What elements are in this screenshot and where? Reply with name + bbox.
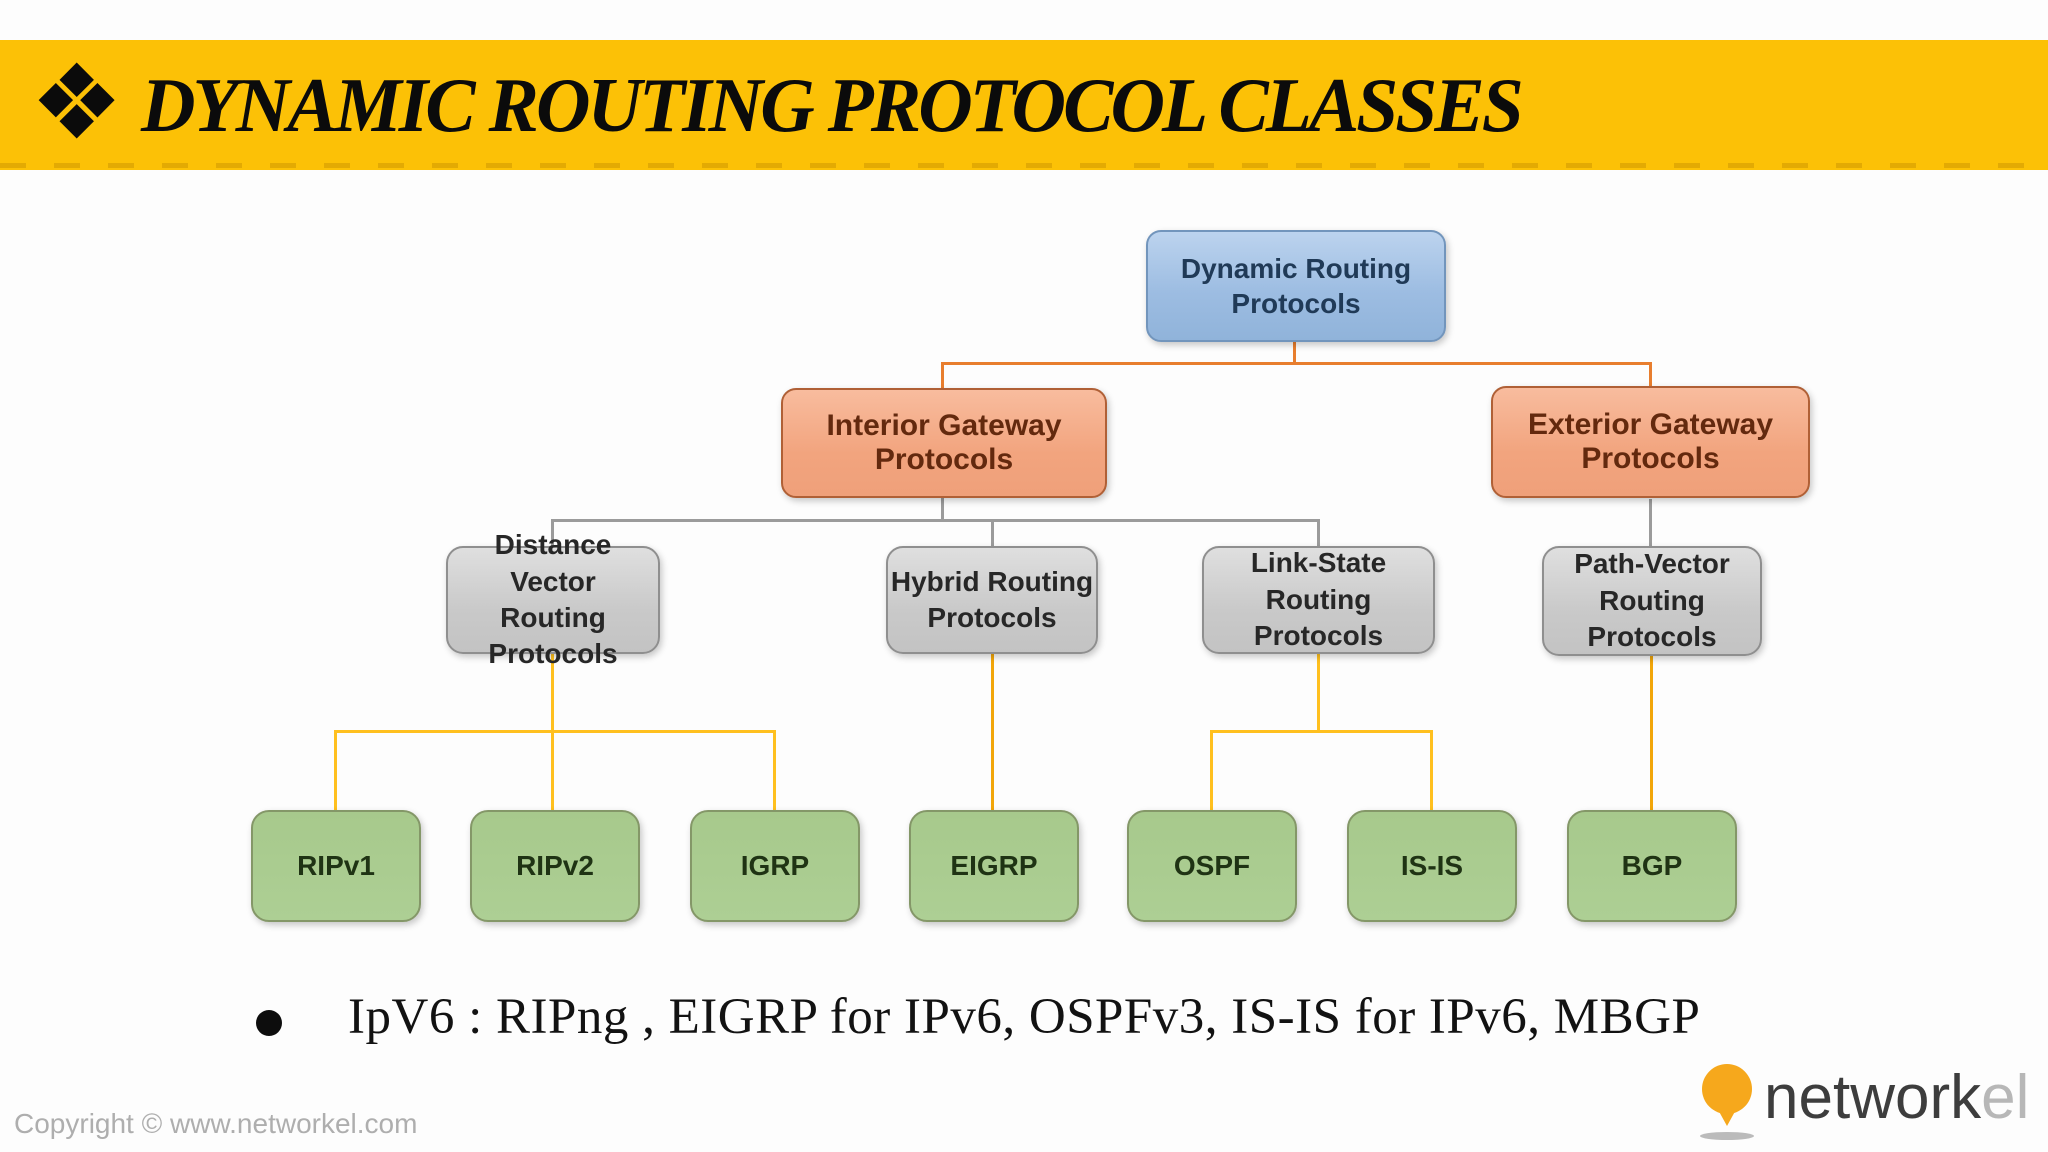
- logo-wordmark-dark: network: [1764, 1063, 1982, 1132]
- connector-link-state-drop: [1317, 519, 1320, 548]
- connector-ripv1-drop: [334, 730, 337, 812]
- logo-wordmark-light: el: [1981, 1063, 2030, 1132]
- connector-egp-drop: [1649, 362, 1652, 388]
- connector-igp-stem: [941, 498, 944, 522]
- connector-egp-path-vector: [1649, 499, 1652, 548]
- node-label: Link-State Routing Protocols: [1250, 547, 1387, 652]
- copyright-text: Copyright © www.networkel.com: [14, 1108, 418, 1139]
- logo-wordmark: networkel: [1764, 1062, 2029, 1133]
- node-exterior-gateway-protocols: Exterior Gateway Protocols: [1491, 386, 1810, 498]
- connector-hybrid-drop: [991, 519, 994, 548]
- node-interior-gateway-protocols: Interior Gateway Protocols: [781, 388, 1107, 498]
- node-label: RIPv1: [297, 850, 375, 881]
- connector-hybrid-eigrp: [991, 653, 994, 812]
- node-label: Dynamic Routing Protocols: [1180, 253, 1412, 319]
- node-ospf: OSPF: [1127, 810, 1297, 922]
- balloon-shadow: [1700, 1132, 1754, 1140]
- node-ripv2: RIPv2: [470, 810, 640, 922]
- connector-ospf-drop: [1210, 730, 1213, 812]
- title-banner: ❖ DYNAMIC ROUTING PROTOCOL CLASSES: [0, 40, 2048, 170]
- connector-path-vector-bgp: [1650, 656, 1653, 812]
- node-label: Exterior Gateway Protocols: [1527, 408, 1774, 475]
- node-label: Distance Vector Routing Protocols: [488, 529, 618, 670]
- node-label: Hybrid Routing Protocols: [890, 565, 1094, 633]
- node-label: Path-Vector Routing Protocols: [1574, 548, 1730, 653]
- connector-distance-vector-drop: [551, 519, 554, 548]
- note-bullet-dot: [256, 1010, 282, 1036]
- node-label: Interior Gateway Protocols: [826, 409, 1062, 476]
- node-igrp: IGRP: [690, 810, 860, 922]
- node-label: RIPv2: [516, 850, 594, 881]
- connector-igp-drop: [941, 362, 944, 390]
- connector-distance-vector-stem: [551, 653, 554, 733]
- node-label: BGP: [1621, 850, 1683, 881]
- node-label: OSPF: [1173, 850, 1251, 881]
- node-distance-vector-routing-protocols: Distance Vector Routing Protocols: [446, 529, 660, 669]
- connector-class-horizontal: [551, 519, 1320, 522]
- node-label: IGRP: [740, 850, 810, 881]
- ipv6-note-text: IpV6 : RIPng , EIGRP for IPv6, OSPFv3, I…: [348, 989, 1701, 1045]
- node-label: IS-IS: [1400, 850, 1464, 881]
- connector-ripv2-drop: [551, 730, 554, 812]
- networkel-logo: networkel: [1694, 1058, 2029, 1148]
- node-bgp: BGP: [1567, 810, 1737, 922]
- node-link-state-routing-protocols: Link-State Routing Protocols: [1202, 546, 1435, 654]
- connector-gateway-horizontal: [941, 362, 1652, 365]
- balloon-icon: [1702, 1064, 1752, 1114]
- node-label: EIGRP: [950, 850, 1038, 881]
- connector-isis-drop: [1430, 730, 1433, 812]
- node-dynamic-routing-protocols: Dynamic Routing Protocols: [1146, 230, 1446, 342]
- connector-root-stem: [1293, 342, 1296, 365]
- node-eigrp: EIGRP: [909, 810, 1079, 922]
- connector-link-state-horizontal: [1210, 730, 1433, 733]
- diamond-bullet-icon: ❖: [30, 45, 124, 161]
- connector-igrp-drop: [773, 730, 776, 812]
- slide-title: DYNAMIC ROUTING PROTOCOL CLASSES: [141, 61, 1524, 148]
- node-ripv1: RIPv1: [251, 810, 421, 922]
- balloon-icon-tip: [1716, 1106, 1738, 1126]
- connector-distance-vector-horizontal: [334, 730, 776, 733]
- connector-link-state-stem: [1317, 653, 1320, 733]
- node-hybrid-routing-protocols: Hybrid Routing Protocols: [886, 546, 1098, 654]
- node-isis: IS-IS: [1347, 810, 1517, 922]
- node-path-vector-routing-protocols: Path-Vector Routing Protocols: [1542, 546, 1762, 656]
